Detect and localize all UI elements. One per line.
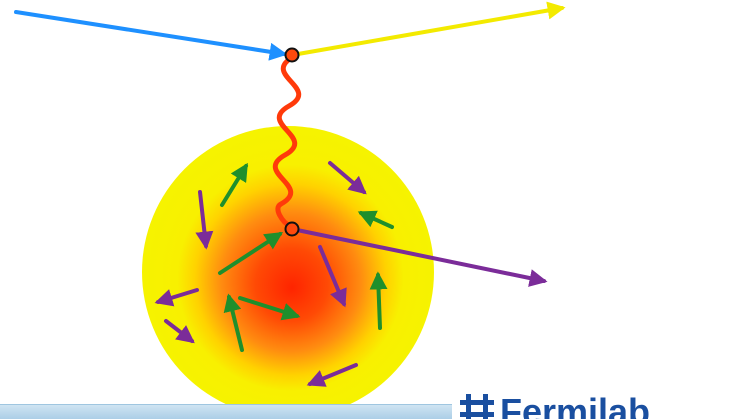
vertex-icon [286, 49, 299, 62]
fermilab-logo: Fermilab [460, 392, 650, 419]
nucleon-sphere [142, 126, 434, 418]
fermilab-logo-text: Fermilab [500, 392, 650, 419]
parton-arrow-green [378, 275, 380, 328]
fermilab-logo-icon [460, 392, 494, 419]
incoming-lepton-arrow [16, 12, 284, 54]
outgoing-lepton-arrow [298, 8, 562, 54]
vertex-icon [286, 223, 299, 236]
footer-bar [0, 404, 452, 419]
